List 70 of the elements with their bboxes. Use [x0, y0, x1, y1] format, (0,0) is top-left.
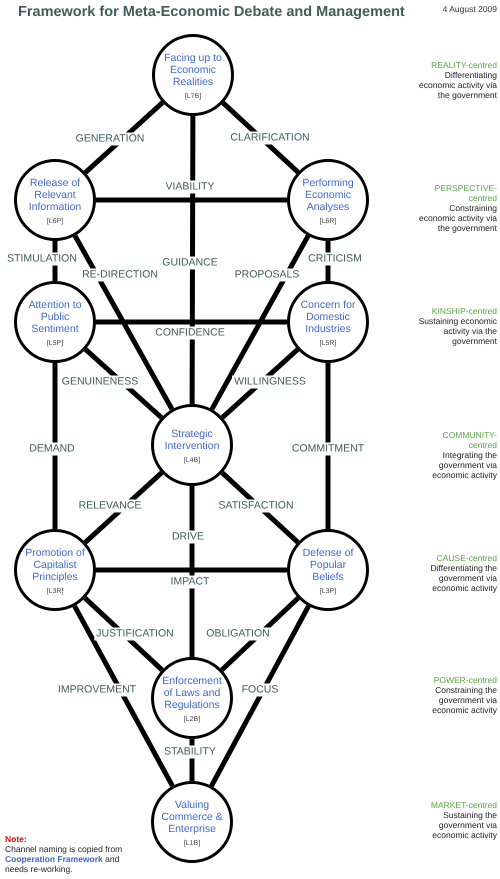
edge-label: CRITICISM [306, 252, 364, 266]
level-heading: MARKET-centred [430, 800, 497, 810]
edge-label: SATISFACTION [216, 500, 296, 512]
level-heading: CAUSE-centred [436, 553, 497, 563]
edge-label: GENUINENESS [60, 376, 140, 388]
edge-label: WILLINGNESS [232, 376, 308, 388]
edge-label: PROPOSALS [232, 268, 302, 282]
level-heading: COMMUNITY-centred [442, 430, 497, 450]
node-title: Defense of Popular Beliefs [302, 546, 354, 583]
date-text: 4 August 2009 [442, 3, 497, 16]
edge-label: IMPROVEMENT [56, 684, 138, 696]
level-description: Constraining economic activity via the government [418, 203, 497, 233]
edge-label: OBLIGATION [204, 628, 272, 640]
connector-line [84, 100, 164, 174]
connector-line [190, 116, 196, 404]
node-title: Enforcement of Laws and Regulations [161, 674, 223, 711]
edge-label: FOCUS [240, 684, 280, 696]
connector-line [220, 348, 300, 420]
connector-line [96, 320, 287, 324]
node-title: Concern for Domestic Industries [300, 298, 356, 335]
connector-line [220, 470, 300, 544]
level-description: Sustaining economic activity via the government [418, 316, 497, 346]
level-heading: REALITY-centred [430, 60, 497, 70]
connector-line [84, 470, 164, 544]
connector-line [84, 348, 164, 420]
connector-line [96, 198, 287, 202]
edge-label: GUIDANCE [160, 256, 220, 270]
connector-line [209, 604, 311, 788]
connector-line [210, 234, 310, 410]
level-description: Constraining the government via economic activity [431, 685, 497, 715]
connector-line [83, 596, 164, 672]
level-heading: PERSPECTIVE-centred [434, 183, 497, 203]
level-description: Differentiating economic activity via the government [418, 70, 497, 100]
connector-line [190, 486, 194, 657]
node-title: Valuing Commerce & Enterprise [160, 798, 224, 835]
connector-line [52, 363, 58, 529]
edge-label: STIMULATION [5, 252, 79, 266]
edge-label: IMPACT [168, 576, 212, 588]
edge-label: COMMITMENT [290, 442, 366, 456]
level-description: Differentiating the government via economic activity [430, 563, 497, 593]
edge-label: GENERATION [74, 132, 146, 146]
node-title: Attention to Public Sentiment [27, 298, 83, 335]
node-title: Strategic Intervention [164, 428, 220, 452]
note-heading: Note: [5, 834, 28, 844]
edge-label: RELEVANCE [76, 500, 144, 512]
connector-line [326, 363, 330, 529]
note-text: Channel naming is copied from Cooperation Framework and needs re-working. [5, 844, 124, 874]
framework-link: Cooperation Framework [5, 854, 103, 864]
node-title: Performing Economic Analyses [301, 176, 355, 213]
node-title: Facing up to Economic Realities [163, 52, 223, 88]
edge-label: STABILITY [162, 746, 218, 758]
edge-label: RE-DIRECTION [80, 268, 160, 282]
connector-line [220, 596, 300, 672]
node-title: Release of Relevant Information [28, 176, 82, 213]
level-heading: POWER-centred [432, 675, 497, 685]
connector-line [96, 568, 287, 572]
edge-label: DEMAND [27, 442, 77, 456]
edge-label: JUSTIFICATION [94, 628, 176, 640]
edge-label: CONFIDENCE [153, 326, 227, 340]
edge-label: DRIVE [170, 530, 206, 544]
diagram-title: Framework for Meta-Economic Debate and Management [18, 3, 405, 22]
level-description: Sustaining the government via economic activity [431, 810, 497, 840]
node-title: Promotion of Capitalist Principles [24, 546, 86, 583]
edge-label: VIABILITY [163, 180, 217, 194]
level-heading: KINSHIP-centred [430, 306, 497, 316]
connector-line [72, 604, 175, 788]
edge-label: CLARIFICATION [228, 132, 312, 144]
level-description: Integrating the government via economic activity [431, 450, 497, 480]
connector-line [221, 101, 300, 174]
connector-line [72, 234, 174, 410]
